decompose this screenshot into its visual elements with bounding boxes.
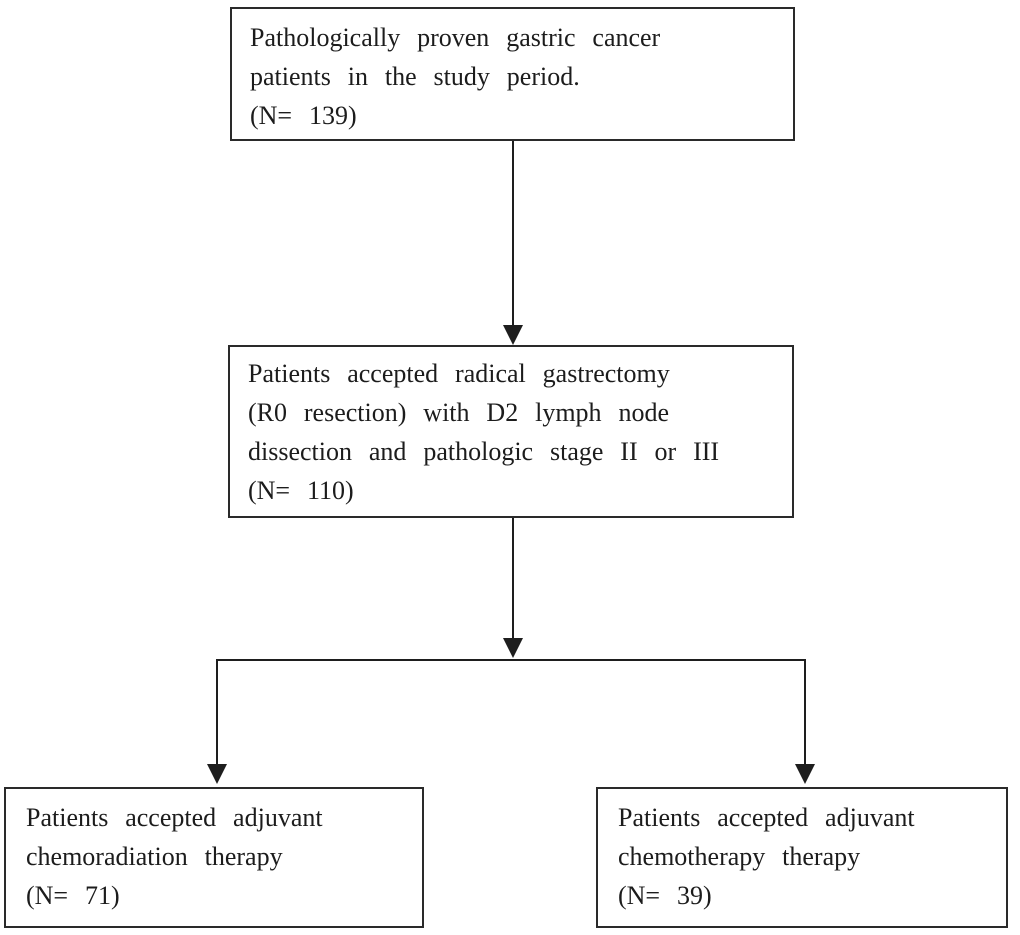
node-text-line: (N= 110) [248, 476, 354, 505]
arrow-down-icon [795, 764, 815, 784]
node-text-line: (N= 71) [26, 881, 120, 910]
arrow-down-icon [503, 325, 523, 345]
node-text-line: chemoradiation therapy [26, 842, 283, 871]
connector-line-middle [512, 518, 514, 640]
branch-right-line [804, 659, 806, 766]
node-chemoradiation-group: Patients accepted adjuvant chemoradiatio… [4, 787, 424, 928]
branch-left-line [216, 659, 218, 766]
node-text-line: dissection and pathologic stage II or II… [248, 437, 720, 466]
node-text-line: Patients accepted radical gastrectomy [248, 359, 670, 388]
node-text-line: chemotherapy therapy [618, 842, 861, 871]
node-text-line: Patients accepted adjuvant [618, 803, 915, 832]
node-text-line: (N= 39) [618, 881, 712, 910]
connector-line-top [512, 141, 514, 327]
node-eligible-patients: Pathologically proven gastric cancer pat… [230, 7, 795, 141]
node-text-line: (N= 139) [250, 101, 357, 130]
node-text-line: patients in the study period. [250, 62, 580, 91]
node-radical-gastrectomy: Patients accepted radical gastrectomy (R… [228, 345, 794, 518]
node-text-line: Pathologically proven gastric cancer [250, 23, 661, 52]
node-chemotherapy-group: Patients accepted adjuvant chemotherapy … [596, 787, 1008, 928]
node-text-line: Patients accepted adjuvant [26, 803, 323, 832]
arrow-down-icon [207, 764, 227, 784]
branch-horizontal-line [216, 659, 806, 661]
arrow-down-icon [503, 638, 523, 658]
node-text-line: (R0 resection) with D2 lymph node [248, 398, 669, 427]
